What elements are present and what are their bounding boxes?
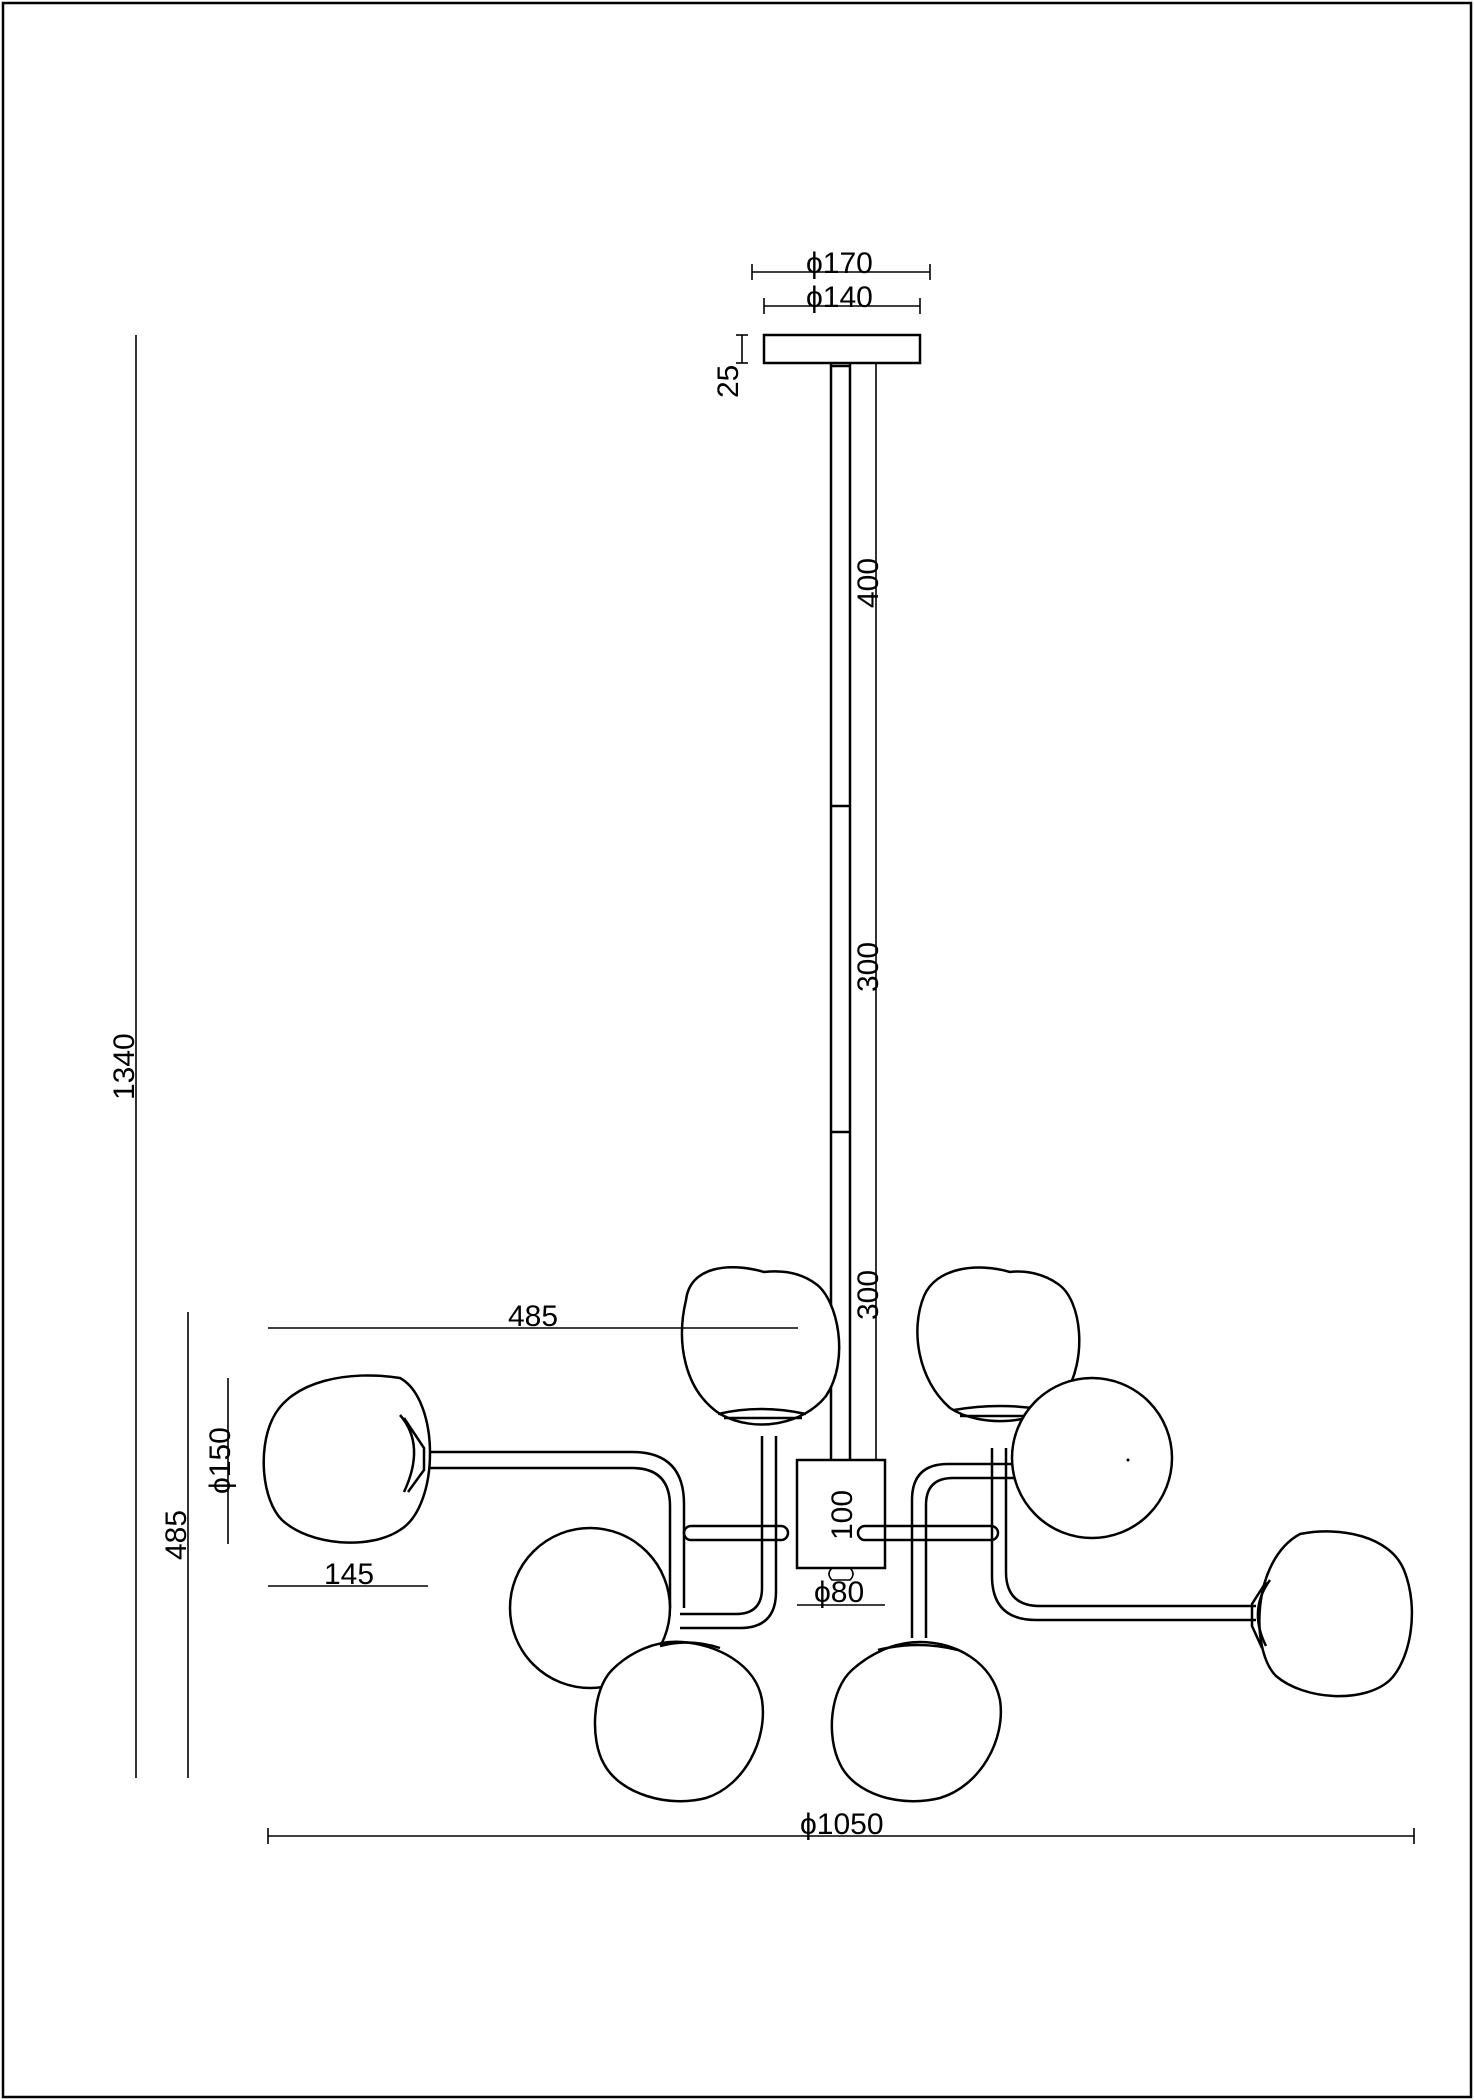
crossbar-right: [856, 1524, 1000, 1542]
shade-lower-center: [830, 1640, 1003, 1803]
arm-left-long: [424, 1450, 686, 1608]
label-overall-height: 1340: [108, 1033, 141, 1100]
label-canopy-inner: ϕ140: [806, 281, 873, 314]
arm-right-mid: [910, 1462, 1020, 1638]
label-arm-reach: 485: [508, 1300, 558, 1333]
arms: [424, 1436, 1256, 1638]
label-hub-height: 100: [826, 1490, 859, 1540]
suspension-rod: [829, 363, 852, 1460]
shade-far-left: [262, 1374, 432, 1544]
ceiling-canopy: [762, 333, 922, 365]
label-hub-diameter: ϕ80: [814, 1576, 864, 1609]
arm-right-long: [990, 1448, 1256, 1622]
label-rod-top: 400: [852, 558, 885, 608]
label-canopy-height: 25: [712, 365, 745, 398]
crossbar-left: [682, 1524, 790, 1542]
shade-right-middle: [1010, 1376, 1174, 1540]
shade-lower-left: [593, 1640, 765, 1803]
dimension-labels: ϕ170 ϕ140 25 400 300 300 1340 485 ϕ150 4…: [108, 247, 885, 1841]
label-rod-bottom: 300: [852, 1270, 885, 1320]
label-rod-middle: 300: [852, 942, 885, 992]
central-hub: [795, 1458, 887, 1581]
shade-upper-left: [680, 1266, 841, 1426]
shade-far-right: [1250, 1530, 1414, 1698]
label-shade-depth: 145: [324, 1558, 374, 1591]
globe-shades: [262, 1266, 1414, 1803]
label-overall-diameter: ϕ1050: [800, 1808, 884, 1841]
shade-upper-right: [916, 1266, 1081, 1423]
label-canopy-outer: ϕ170: [806, 247, 873, 280]
label-shade-diameter: ϕ150: [204, 1427, 237, 1494]
arm-left-upper: [680, 1436, 764, 1616]
dimension-lines: [135, 264, 1415, 1844]
shade-left-middle: [508, 1526, 672, 1690]
label-fixture-height: 485: [160, 1510, 193, 1560]
